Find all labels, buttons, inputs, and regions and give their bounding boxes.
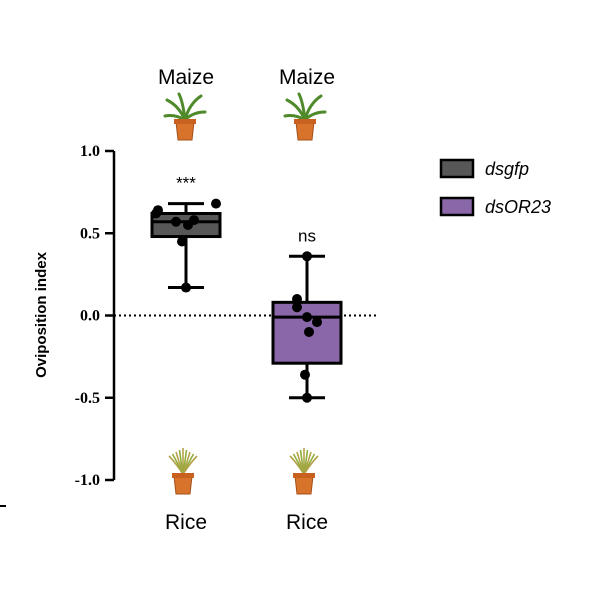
legend-label: dsOR23 — [485, 197, 551, 217]
pot — [173, 475, 193, 495]
y-tick-label: 0.0 — [80, 308, 100, 325]
data-point — [302, 312, 312, 323]
pot — [294, 475, 314, 495]
data-point — [177, 236, 187, 247]
y-tick-labels: 1.0 0.5 0.0 -0.5 -1.0 — [75, 143, 100, 489]
maize-plant-icon — [283, 92, 327, 141]
data-point — [302, 392, 312, 403]
pot-rim — [294, 119, 316, 124]
box-dsOR23 — [271, 251, 343, 403]
legend-swatch — [439, 158, 475, 179]
significance-label: *** — [176, 174, 196, 193]
maize-plant-icon — [163, 92, 207, 141]
bottom-label: Rice — [165, 511, 207, 534]
leaf — [303, 455, 319, 475]
leaf — [183, 110, 207, 122]
data-point — [189, 215, 199, 226]
leaf — [303, 110, 327, 122]
y-tick-label: -1.0 — [75, 472, 100, 489]
significance-label: ns — [298, 226, 316, 245]
rice-plant-icon — [289, 448, 319, 495]
leaf — [297, 92, 307, 122]
data-point — [292, 294, 302, 305]
data-point — [171, 216, 181, 227]
y-axis — [105, 149, 116, 482]
box-plots — [150, 198, 343, 403]
data-point — [181, 282, 191, 293]
y-tick-label: 1.0 — [80, 143, 100, 160]
legend-label: dsgfp — [485, 159, 529, 179]
data-point — [304, 326, 314, 337]
pot-rim — [172, 473, 194, 478]
legend: dsgfp dsOR23 — [439, 158, 551, 217]
leaf — [177, 92, 187, 122]
data-point — [153, 205, 163, 216]
bottom-label: Rice — [286, 511, 328, 534]
leaf — [182, 455, 198, 475]
pot — [295, 121, 315, 141]
data-point — [211, 198, 221, 209]
data-point — [302, 251, 312, 262]
y-tick-label: -0.5 — [75, 390, 100, 407]
pot — [175, 121, 195, 141]
top-label: Maize — [279, 66, 335, 89]
legend-swatch — [439, 196, 475, 217]
data-point — [300, 369, 310, 380]
pot-rim — [174, 119, 196, 124]
top-label: Maize — [158, 66, 214, 89]
significance-labels: *** ns — [176, 174, 316, 246]
box-dsgfp — [150, 198, 222, 293]
data-point — [312, 317, 322, 328]
plant-icons — [163, 92, 327, 495]
data-point — [292, 302, 302, 313]
rice-plant-icon — [168, 448, 198, 495]
y-axis-label: Oviposition index — [33, 251, 50, 378]
pot-rim — [293, 473, 315, 478]
y-tick-label: 0.5 — [80, 225, 100, 242]
